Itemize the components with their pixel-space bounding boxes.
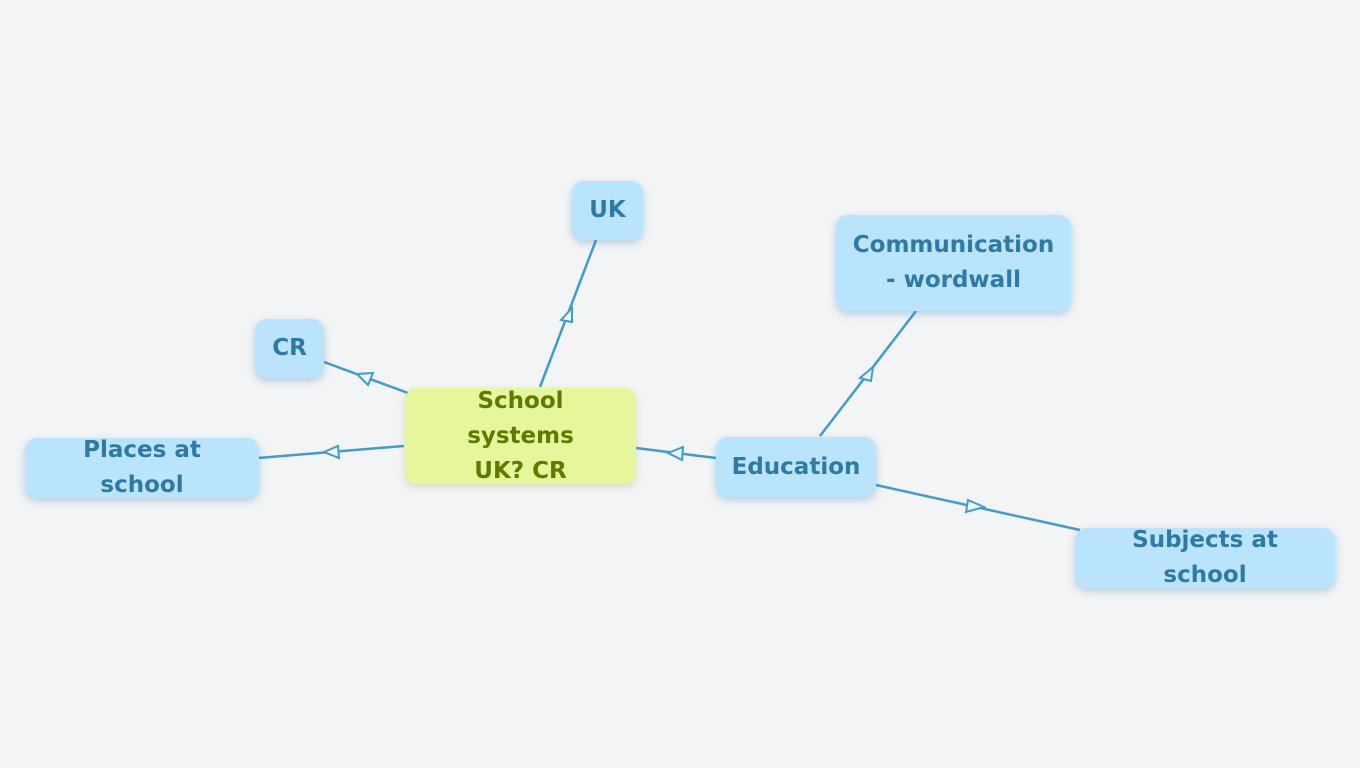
arrow-icon xyxy=(964,498,987,514)
node-subjects-label: Subjects at school xyxy=(1132,527,1278,588)
node-cr[interactable]: CR xyxy=(255,319,324,378)
edge-root-places xyxy=(257,444,405,460)
root-node-line-2: UK? CR xyxy=(474,457,567,484)
root-node-school-systems[interactable]: School systems UK? CR xyxy=(405,388,636,484)
node-cr-label: CR xyxy=(272,335,307,361)
edge-education-communication xyxy=(819,310,917,437)
node-uk[interactable]: UK xyxy=(572,181,643,240)
node-uk-label: UK xyxy=(589,197,626,223)
node-places-at-school[interactable]: Places at school xyxy=(25,437,259,498)
node-education[interactable]: Education xyxy=(716,437,876,497)
arrow-icon xyxy=(354,371,375,387)
node-subjects-at-school[interactable]: Subjects at school xyxy=(1075,527,1335,588)
arrow-icon xyxy=(857,364,875,383)
node-communication-line-2: - wordwall xyxy=(886,267,1021,293)
edge-root-uk xyxy=(538,239,598,388)
node-places-label: Places at school xyxy=(83,437,201,498)
node-communication-line-1: Communication xyxy=(852,232,1055,258)
arrow-icon xyxy=(321,444,341,460)
node-education-label: Education xyxy=(731,453,861,480)
edge-education-subjects xyxy=(875,483,1081,532)
root-node-line-1: School systems xyxy=(467,387,574,449)
edge-education-root xyxy=(635,445,717,462)
arrow-icon xyxy=(665,445,685,462)
edge-root-cr xyxy=(323,360,409,395)
node-communication-wordwall[interactable]: Communication - wordwall xyxy=(836,215,1071,311)
arrow-icon xyxy=(559,305,573,324)
